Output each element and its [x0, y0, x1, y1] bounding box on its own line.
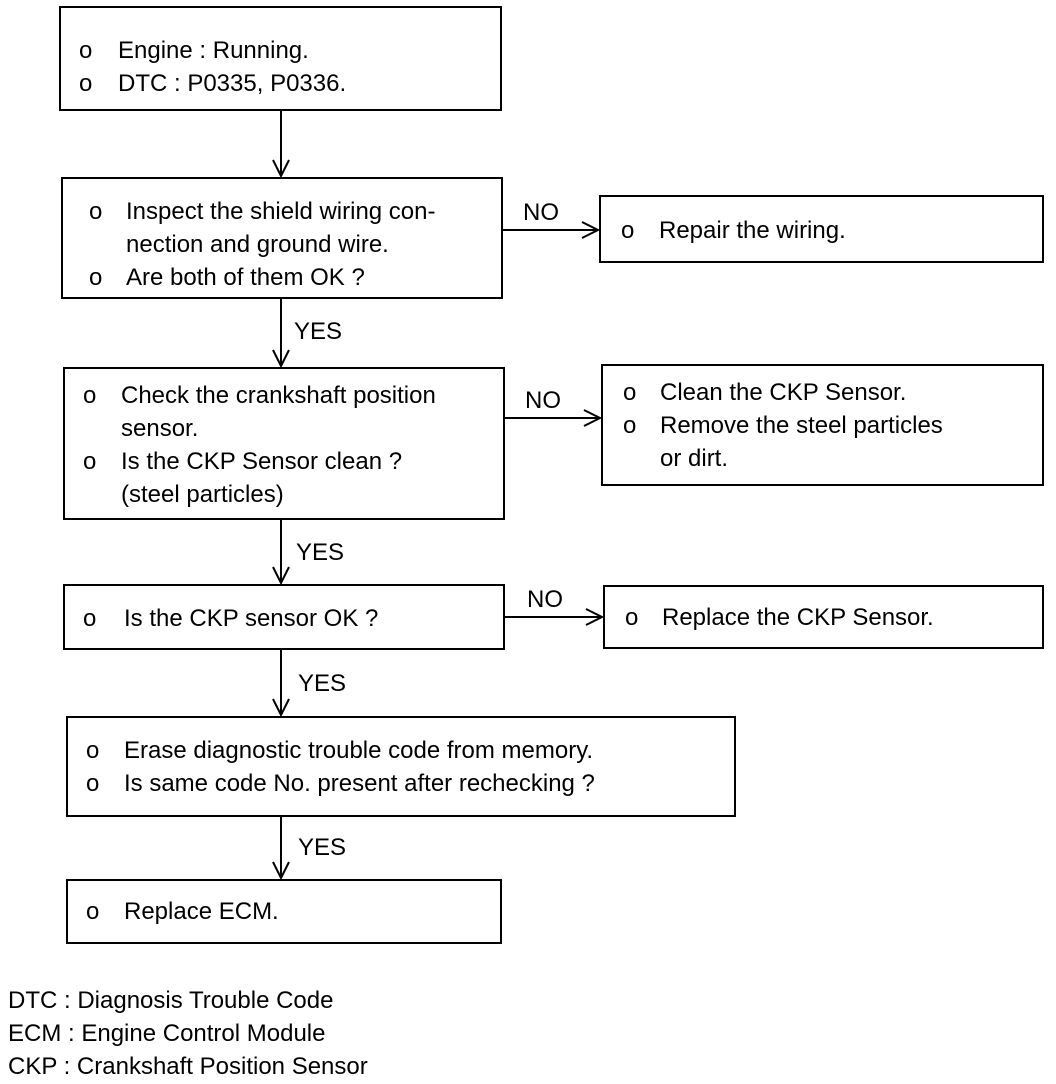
erase-line-1: o Erase diagnostic trouble code from mem…: [86, 734, 734, 767]
replace-ckp-line-1-text: Replace the CKP Sensor.: [662, 604, 934, 631]
replace-ckp-sensor-box: o Replace the CKP Sensor.: [603, 585, 1044, 649]
bullet: o: [89, 264, 103, 291]
shield-line-1: o Inspect the shield wiring con-: [89, 195, 501, 228]
ckp-check-line-4: (steel particles): [83, 478, 503, 511]
legend-dtc: DTC : Diagnosis Trouble Code: [8, 987, 334, 1014]
bullet: o: [86, 737, 100, 764]
bullet: o: [89, 198, 103, 225]
clean-line-3: or dirt.: [623, 442, 1042, 475]
legend-ckp: CKP : Crankshaft Position Sensor: [8, 1053, 368, 1080]
ckp-check-line-1-text: Check the crankshaft position: [121, 382, 436, 409]
ckp-check-line-2-text: sensor.: [121, 415, 199, 442]
bullet: o: [623, 412, 637, 439]
start-line-1-text: Engine : Running.: [118, 37, 309, 64]
bullet: o: [86, 770, 100, 797]
abbreviation-legend: DTC : Diagnosis Trouble Code ECM : Engin…: [8, 984, 368, 1083]
shield-line-2: nection and ground wire.: [89, 228, 501, 261]
start-line-1: o Engine : Running.: [79, 34, 500, 67]
repair-wiring-box: o Repair the wiring.: [599, 195, 1044, 263]
bullet: o: [623, 379, 637, 406]
clean-line-2: o Remove the steel particles: [623, 409, 1042, 442]
ckp-check-line-1: o Check the crankshaft position: [83, 379, 503, 412]
label-no-ckp-check: NO: [525, 387, 561, 414]
clean-line-1: o Clean the CKP Sensor.: [623, 376, 1042, 409]
label-no-ckp-ok: NO: [527, 586, 563, 613]
bullet: o: [79, 37, 93, 64]
bullet: o: [621, 217, 635, 244]
shield-line-3: o Are both of them OK ?: [89, 261, 501, 294]
start-line-2: o DTC : P0335, P0336.: [79, 67, 500, 100]
bullet: o: [83, 382, 97, 409]
bullet: o: [79, 70, 93, 97]
shield-wiring-check-box: o Inspect the shield wiring con- nection…: [61, 177, 503, 299]
ckp-check-line-3: o Is the CKP Sensor clean ?: [83, 445, 503, 478]
legend-ecm: ECM : Engine Control Module: [8, 1020, 326, 1047]
erase-line-1-text: Erase diagnostic trouble code from memor…: [124, 737, 594, 764]
label-yes-shield: YES: [294, 318, 343, 345]
erase-line-2: o Is same code No. present after recheck…: [86, 767, 734, 800]
bullet: o: [83, 448, 97, 475]
repair-line-1-text: Repair the wiring.: [659, 217, 846, 244]
start-conditions-box: o Engine : Running. o DTC : P0335, P0336…: [59, 6, 502, 111]
ckp-ok-line-1-text: Is the CKP sensor OK ?: [124, 605, 379, 632]
replace-ecm-line-1: o Replace ECM.: [86, 895, 500, 928]
replace-ecm-line-1-text: Replace ECM.: [124, 898, 279, 925]
shield-line-1-text: Inspect the shield wiring con-: [126, 198, 436, 225]
clean-line-2-text: Remove the steel particles: [660, 412, 943, 439]
clean-ckp-sensor-box: o Clean the CKP Sensor. o Remove the ste…: [601, 364, 1044, 486]
replace-ecm-box: o Replace ECM.: [66, 879, 502, 944]
label-yes-ckp-ok: YES: [298, 670, 347, 697]
ckp-sensor-check-box: o Check the crankshaft position sensor. …: [63, 367, 505, 520]
repair-line-1: o Repair the wiring.: [621, 214, 1042, 247]
replace-ckp-line-1: o Replace the CKP Sensor.: [625, 601, 1042, 634]
label-yes-ckp-check: YES: [296, 539, 345, 566]
label-no-shield: NO: [523, 199, 559, 226]
ckp-check-line-4-text: (steel particles): [121, 481, 284, 508]
erase-line-2-text: Is same code No. present after recheckin…: [124, 770, 595, 797]
label-yes-erase: YES: [298, 834, 347, 861]
bullet: o: [86, 898, 100, 925]
start-line-2-text: DTC : P0335, P0336.: [118, 70, 347, 97]
bullet: o: [625, 604, 639, 631]
ckp-check-line-2: sensor.: [83, 412, 503, 445]
shield-line-3-text: Are both of them OK ?: [126, 264, 365, 291]
clean-line-1-text: Clean the CKP Sensor.: [660, 379, 907, 406]
ckp-sensor-ok-box: o Is the CKP sensor OK ?: [63, 584, 505, 650]
ckp-ok-line-1: o Is the CKP sensor OK ?: [83, 602, 503, 635]
clean-line-3-text: or dirt.: [660, 445, 729, 472]
erase-dtc-box: o Erase diagnostic trouble code from mem…: [66, 716, 736, 817]
flowchart-connectors: [0, 110, 1056, 980]
bullet: o: [83, 605, 97, 632]
shield-line-2-text: nection and ground wire.: [126, 231, 389, 258]
ckp-check-line-3-text: Is the CKP Sensor clean ?: [121, 448, 403, 475]
